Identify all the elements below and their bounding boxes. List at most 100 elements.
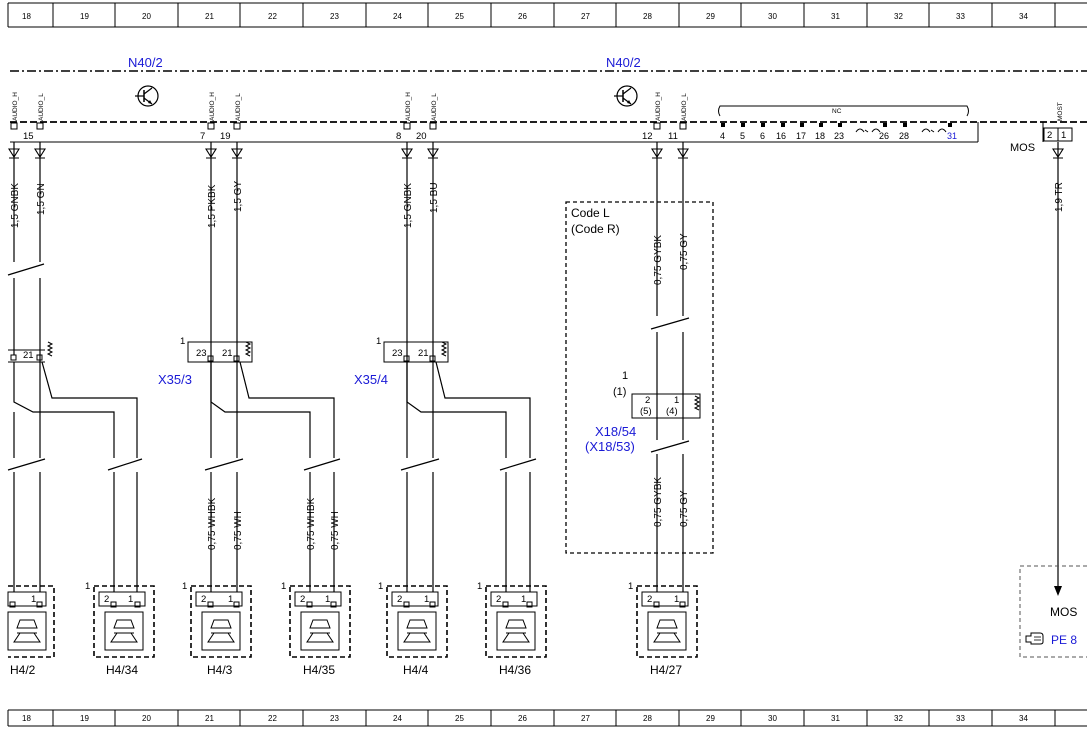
pin-number: (4) [666, 406, 678, 417]
ruler-number: 21 [205, 714, 214, 723]
nc-pin-number: 31 [947, 131, 957, 141]
nc-pin-number: 18 [815, 131, 825, 141]
code-option-box: Code L (Code R) [565, 201, 714, 554]
crossover-wires: 0,75 WHBK 0,75 WH 0,75 WHBK 0,75 WH 0,75… [7, 361, 690, 592]
ruler-number: 25 [455, 714, 464, 723]
nc-pin-number: 16 [776, 131, 786, 141]
speaker-icon [300, 611, 340, 651]
most-label: MOS [1010, 142, 1035, 154]
ruler-number: 26 [518, 12, 527, 21]
nc-label: NC [832, 108, 842, 115]
speaker-icon [647, 611, 687, 651]
pin-number: 8 [396, 131, 401, 142]
pin-label-audio-h: AUDIO_H [209, 92, 216, 121]
speaker-icon [104, 611, 144, 651]
module-header: N40/2 N40/2 [10, 55, 1087, 107]
pin-number: 1 [128, 594, 133, 605]
pin-number: 12 [642, 131, 653, 142]
ruler-number: 22 [268, 12, 277, 21]
ruler-number: 27 [581, 714, 590, 723]
wire-label: 0,75 WHBK [207, 497, 218, 550]
nc-pin-number: 4 [720, 131, 725, 141]
nc-pin-number: 17 [796, 131, 806, 141]
ruler-number: 18 [22, 12, 31, 21]
ruler-number: 30 [768, 714, 777, 723]
ruler-number: 18 [22, 714, 31, 723]
pin-label-most: MOST [1057, 102, 1064, 121]
wire-label: 0,75 WHBK [306, 497, 317, 550]
speaker-icon [397, 611, 437, 651]
ruler-number: 27 [581, 12, 590, 21]
ruler-number: 19 [80, 12, 89, 21]
pin-number: (1) [613, 386, 626, 398]
pin-number: 1 [424, 594, 429, 605]
pin-number: 1 [325, 594, 330, 605]
speaker-label: H4/3 [207, 663, 233, 677]
most-module-box: MOS PE 8 [1019, 565, 1087, 658]
reference-hand-icon [1025, 632, 1044, 645]
wire-label: 1,5 BU [429, 182, 440, 213]
wire-label: 1,5 GNBK [403, 183, 414, 228]
ruler-number: 32 [894, 714, 903, 723]
speaker-label: H4/27 [650, 663, 682, 677]
ruler-number: 33 [956, 12, 965, 21]
pin-label-audio-l: AUDIO_L [235, 93, 242, 121]
pin-number: 11 [668, 131, 678, 142]
wire-label: 1,9 TR [1054, 182, 1065, 212]
connector-ref: X18/54 [595, 424, 636, 439]
most-pin-number: 2 [1047, 130, 1052, 141]
transistor-icon [135, 85, 159, 107]
connector-strip: AUDIO_H AUDIO_L AUDIO_H AUDIO_L AUDIO_H … [10, 92, 1087, 154]
ruler-number: 32 [894, 12, 903, 21]
speaker-label: H4/35 [303, 663, 335, 677]
ruler-number: 28 [643, 714, 652, 723]
pin-label-audio-h: AUDIO_H [405, 92, 412, 121]
pin-number: 1 [628, 581, 633, 592]
speaker-icon [7, 611, 47, 651]
pin-number: 1 [674, 594, 679, 605]
bus-wires: 1,5 GNBK 1,5 GN 1,5 PKBK 1,5 GY 1,5 GNBK… [7, 142, 1065, 596]
pin-label-audio-l: AUDIO_L [681, 93, 688, 121]
ruler-number: 28 [643, 12, 652, 21]
speaker-h4-3: 1 2 1 H4/3 [182, 581, 252, 677]
pin-number: 1 [85, 581, 90, 592]
pin-number: 1 [281, 581, 286, 592]
pin-number: 2 [647, 594, 652, 605]
code-label-alt: (Code R) [571, 222, 620, 236]
ruler-number: 25 [455, 12, 464, 21]
ruler-number: 31 [831, 12, 840, 21]
ruler-number: 20 [142, 714, 151, 723]
pin-number: 1 [622, 370, 628, 382]
wire-label: 0,75 WH [233, 511, 244, 550]
pin-number: 2 [201, 594, 206, 605]
pin-number: 1 [376, 336, 381, 347]
ruler-number: 24 [393, 714, 402, 723]
pin-number: 2 [104, 594, 109, 605]
connector-x35-4: 1 23 21 X35/4 [354, 336, 449, 387]
pin-number: 1 [521, 594, 526, 605]
code-label: Code L [571, 206, 610, 220]
connector-ref: X35/4 [354, 372, 388, 387]
pin-number: 23 [392, 348, 403, 359]
speaker-label: H4/34 [106, 663, 138, 677]
nc-pin-number: 26 [879, 131, 889, 141]
connector-x35-3: 1 23 21 X35/3 [158, 336, 253, 387]
speaker-icon [201, 611, 241, 651]
module-ref-right: N40/2 [606, 55, 641, 70]
wire-label: 0,75 GY [679, 490, 690, 527]
ruler-number: 26 [518, 714, 527, 723]
pin-number: 2 [397, 594, 402, 605]
ruler-number: 29 [706, 12, 715, 21]
pin-number: (5) [640, 406, 652, 417]
ruler-number: 34 [1019, 714, 1028, 723]
pin-number: 1 [180, 336, 185, 347]
most-pin-number: 1 [1061, 130, 1066, 141]
pin-label-audio-l: AUDIO_L [431, 93, 438, 121]
page-reference-link[interactable]: PE 8 [1051, 633, 1077, 647]
pin-label-audio-h: AUDIO_H [12, 92, 19, 121]
ruler-number: 34 [1019, 12, 1028, 21]
speaker-label: H4/4 [403, 663, 429, 677]
pin-label-audio-l: AUDIO_L [38, 93, 45, 121]
pin-number: 19 [220, 131, 231, 142]
